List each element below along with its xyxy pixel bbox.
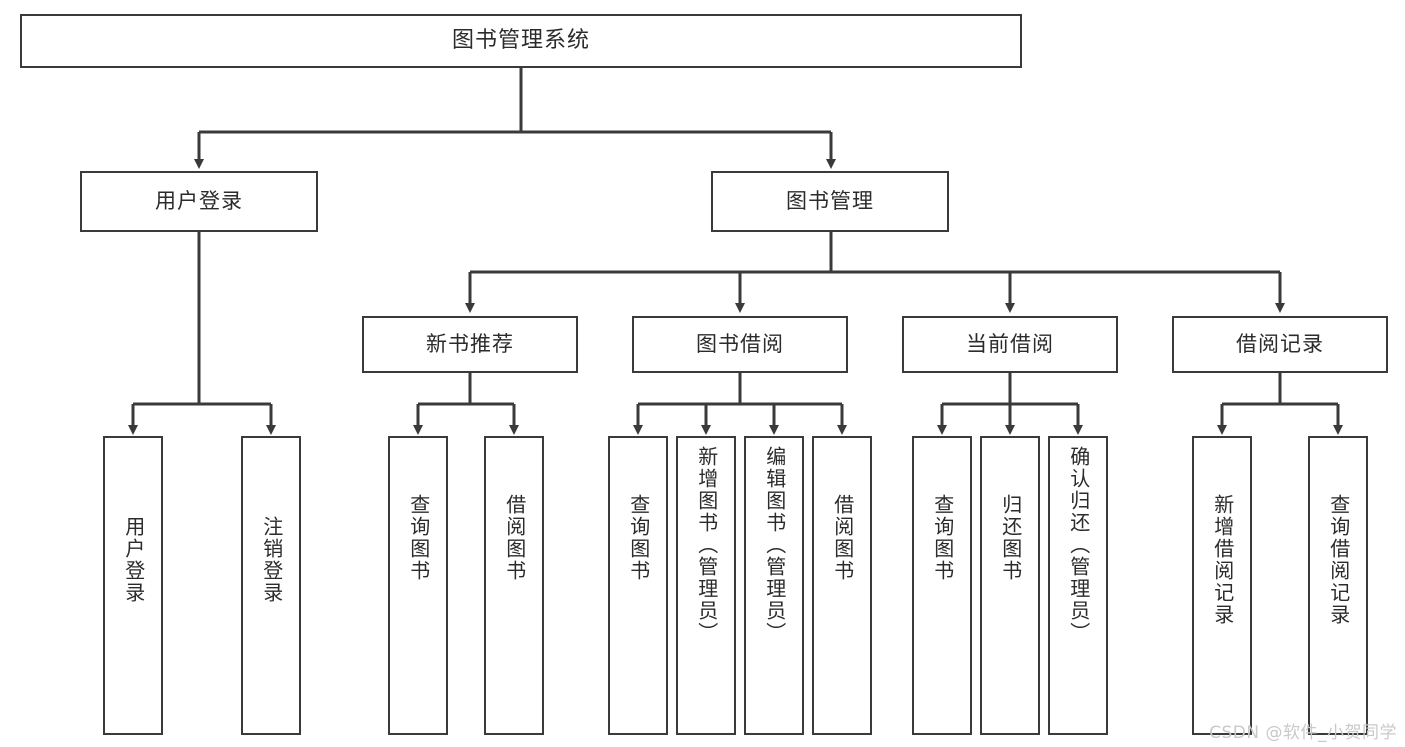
node-borrow-record[interactable]: 借阅记录 — [1172, 316, 1388, 373]
node-borrow-record-label: 借阅记录 — [1236, 332, 1324, 356]
leaf-query-book-3-label: 查询图书 — [930, 494, 955, 582]
node-root[interactable]: 图书管理系统 — [20, 14, 1022, 68]
leaf-logout-label: 注销登录 — [259, 516, 284, 604]
node-root-label: 图书管理系统 — [451, 28, 590, 53]
leaf-query-book-1[interactable]: 查询图书 — [388, 436, 448, 735]
leaf-add-book[interactable]: 新增图书（管理员） — [676, 436, 736, 735]
leaf-confirm-return-label: 确认归还（管理员） — [1066, 446, 1091, 644]
watermark: CSDN @软件_小贺同学 — [1209, 723, 1397, 743]
leaf-edit-book-label: 编辑图书（管理员） — [762, 446, 787, 644]
leaf-query-book-3[interactable]: 查询图书 — [912, 436, 972, 735]
leaf-query-book-2-label: 查询图书 — [626, 494, 651, 582]
leaf-borrow-book-1-label: 借阅图书 — [502, 494, 527, 582]
node-current-borrow-label: 当前借阅 — [966, 332, 1054, 356]
leaf-user-login-label: 用户登录 — [121, 516, 146, 604]
leaf-confirm-return[interactable]: 确认归还（管理员） — [1048, 436, 1108, 735]
leaf-query-book-1-label: 查询图书 — [406, 494, 431, 582]
leaf-return-book[interactable]: 归还图书 — [980, 436, 1040, 735]
leaf-logout[interactable]: 注销登录 — [241, 436, 301, 735]
leaf-add-record-label: 新增借阅记录 — [1210, 494, 1235, 626]
node-book-borrow[interactable]: 图书借阅 — [632, 316, 848, 373]
node-book-manage[interactable]: 图书管理 — [711, 171, 949, 232]
node-user-login-label: 用户登录 — [155, 189, 243, 213]
leaf-return-book-label: 归还图书 — [998, 494, 1023, 582]
leaf-query-book-2[interactable]: 查询图书 — [608, 436, 668, 735]
node-new-book-rec[interactable]: 新书推荐 — [362, 316, 578, 373]
leaf-add-book-label: 新增图书（管理员） — [694, 446, 719, 644]
leaf-query-record-label: 查询借阅记录 — [1326, 494, 1351, 626]
leaf-borrow-book-2-label: 借阅图书 — [830, 494, 855, 582]
leaf-borrow-book-2[interactable]: 借阅图书 — [812, 436, 872, 735]
node-user-login[interactable]: 用户登录 — [80, 171, 318, 232]
leaf-edit-book[interactable]: 编辑图书（管理员） — [744, 436, 804, 735]
node-current-borrow[interactable]: 当前借阅 — [902, 316, 1118, 373]
leaf-query-record[interactable]: 查询借阅记录 — [1308, 436, 1368, 735]
leaf-borrow-book-1[interactable]: 借阅图书 — [484, 436, 544, 735]
node-new-book-rec-label: 新书推荐 — [426, 332, 514, 356]
node-book-manage-label: 图书管理 — [786, 189, 874, 213]
leaf-add-record[interactable]: 新增借阅记录 — [1192, 436, 1252, 735]
node-book-borrow-label: 图书借阅 — [696, 332, 784, 356]
leaf-user-login[interactable]: 用户登录 — [103, 436, 163, 735]
